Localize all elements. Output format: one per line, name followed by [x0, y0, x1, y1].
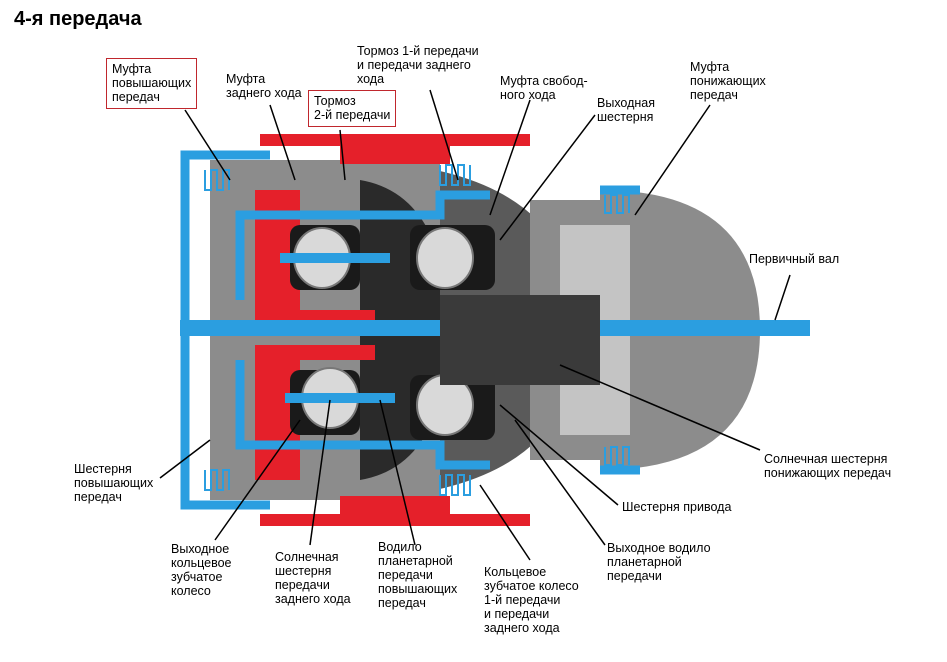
page-title: 4-я передача	[14, 8, 142, 30]
label-drive-gear: Шестерня привода	[622, 500, 732, 514]
clutch-packs	[204, 164, 630, 496]
leader-lines	[159, 89, 791, 561]
label-input-shaft: Первичный вал	[749, 252, 840, 266]
label-upshift-carrier: Водило планетарной передачи повышающих п…	[378, 540, 458, 610]
label-brake-1st-reverse: Тормоз 1-й передачи и передачи заднего х…	[357, 44, 479, 86]
label-brake-2nd: Тормоз 2-й передачи	[308, 90, 397, 127]
label-output-ring-gear: Выходное кольцевое зубчатое колесо	[171, 542, 232, 598]
label-ring-gear-1st-reverse: Кольцевое зубчатое колесо 1-й передачи и…	[484, 565, 579, 635]
label-reverse-sun-gear: Солнечная шестерня передачи заднего хода	[275, 550, 351, 606]
label-freewheel-clutch: Муфта свобод- ного хода	[500, 74, 588, 102]
blue-power-path	[180, 150, 640, 510]
label-output-gear: Выходная шестерня	[597, 96, 656, 124]
label-upshift-clutch: Муфта повышающих передач	[106, 58, 198, 109]
label-downshift-sun-gear: Солнечная шестерня понижающих передач	[764, 452, 892, 480]
label-output-carrier: Выходное водило планетарной передачи	[607, 541, 711, 583]
label-upshift-gear: Шестерня повышающих передач	[74, 462, 154, 504]
label-reverse-clutch: Муфта заднего хода	[226, 72, 302, 100]
label-downshift-clutch: Муфта понижающих передач	[690, 60, 766, 102]
